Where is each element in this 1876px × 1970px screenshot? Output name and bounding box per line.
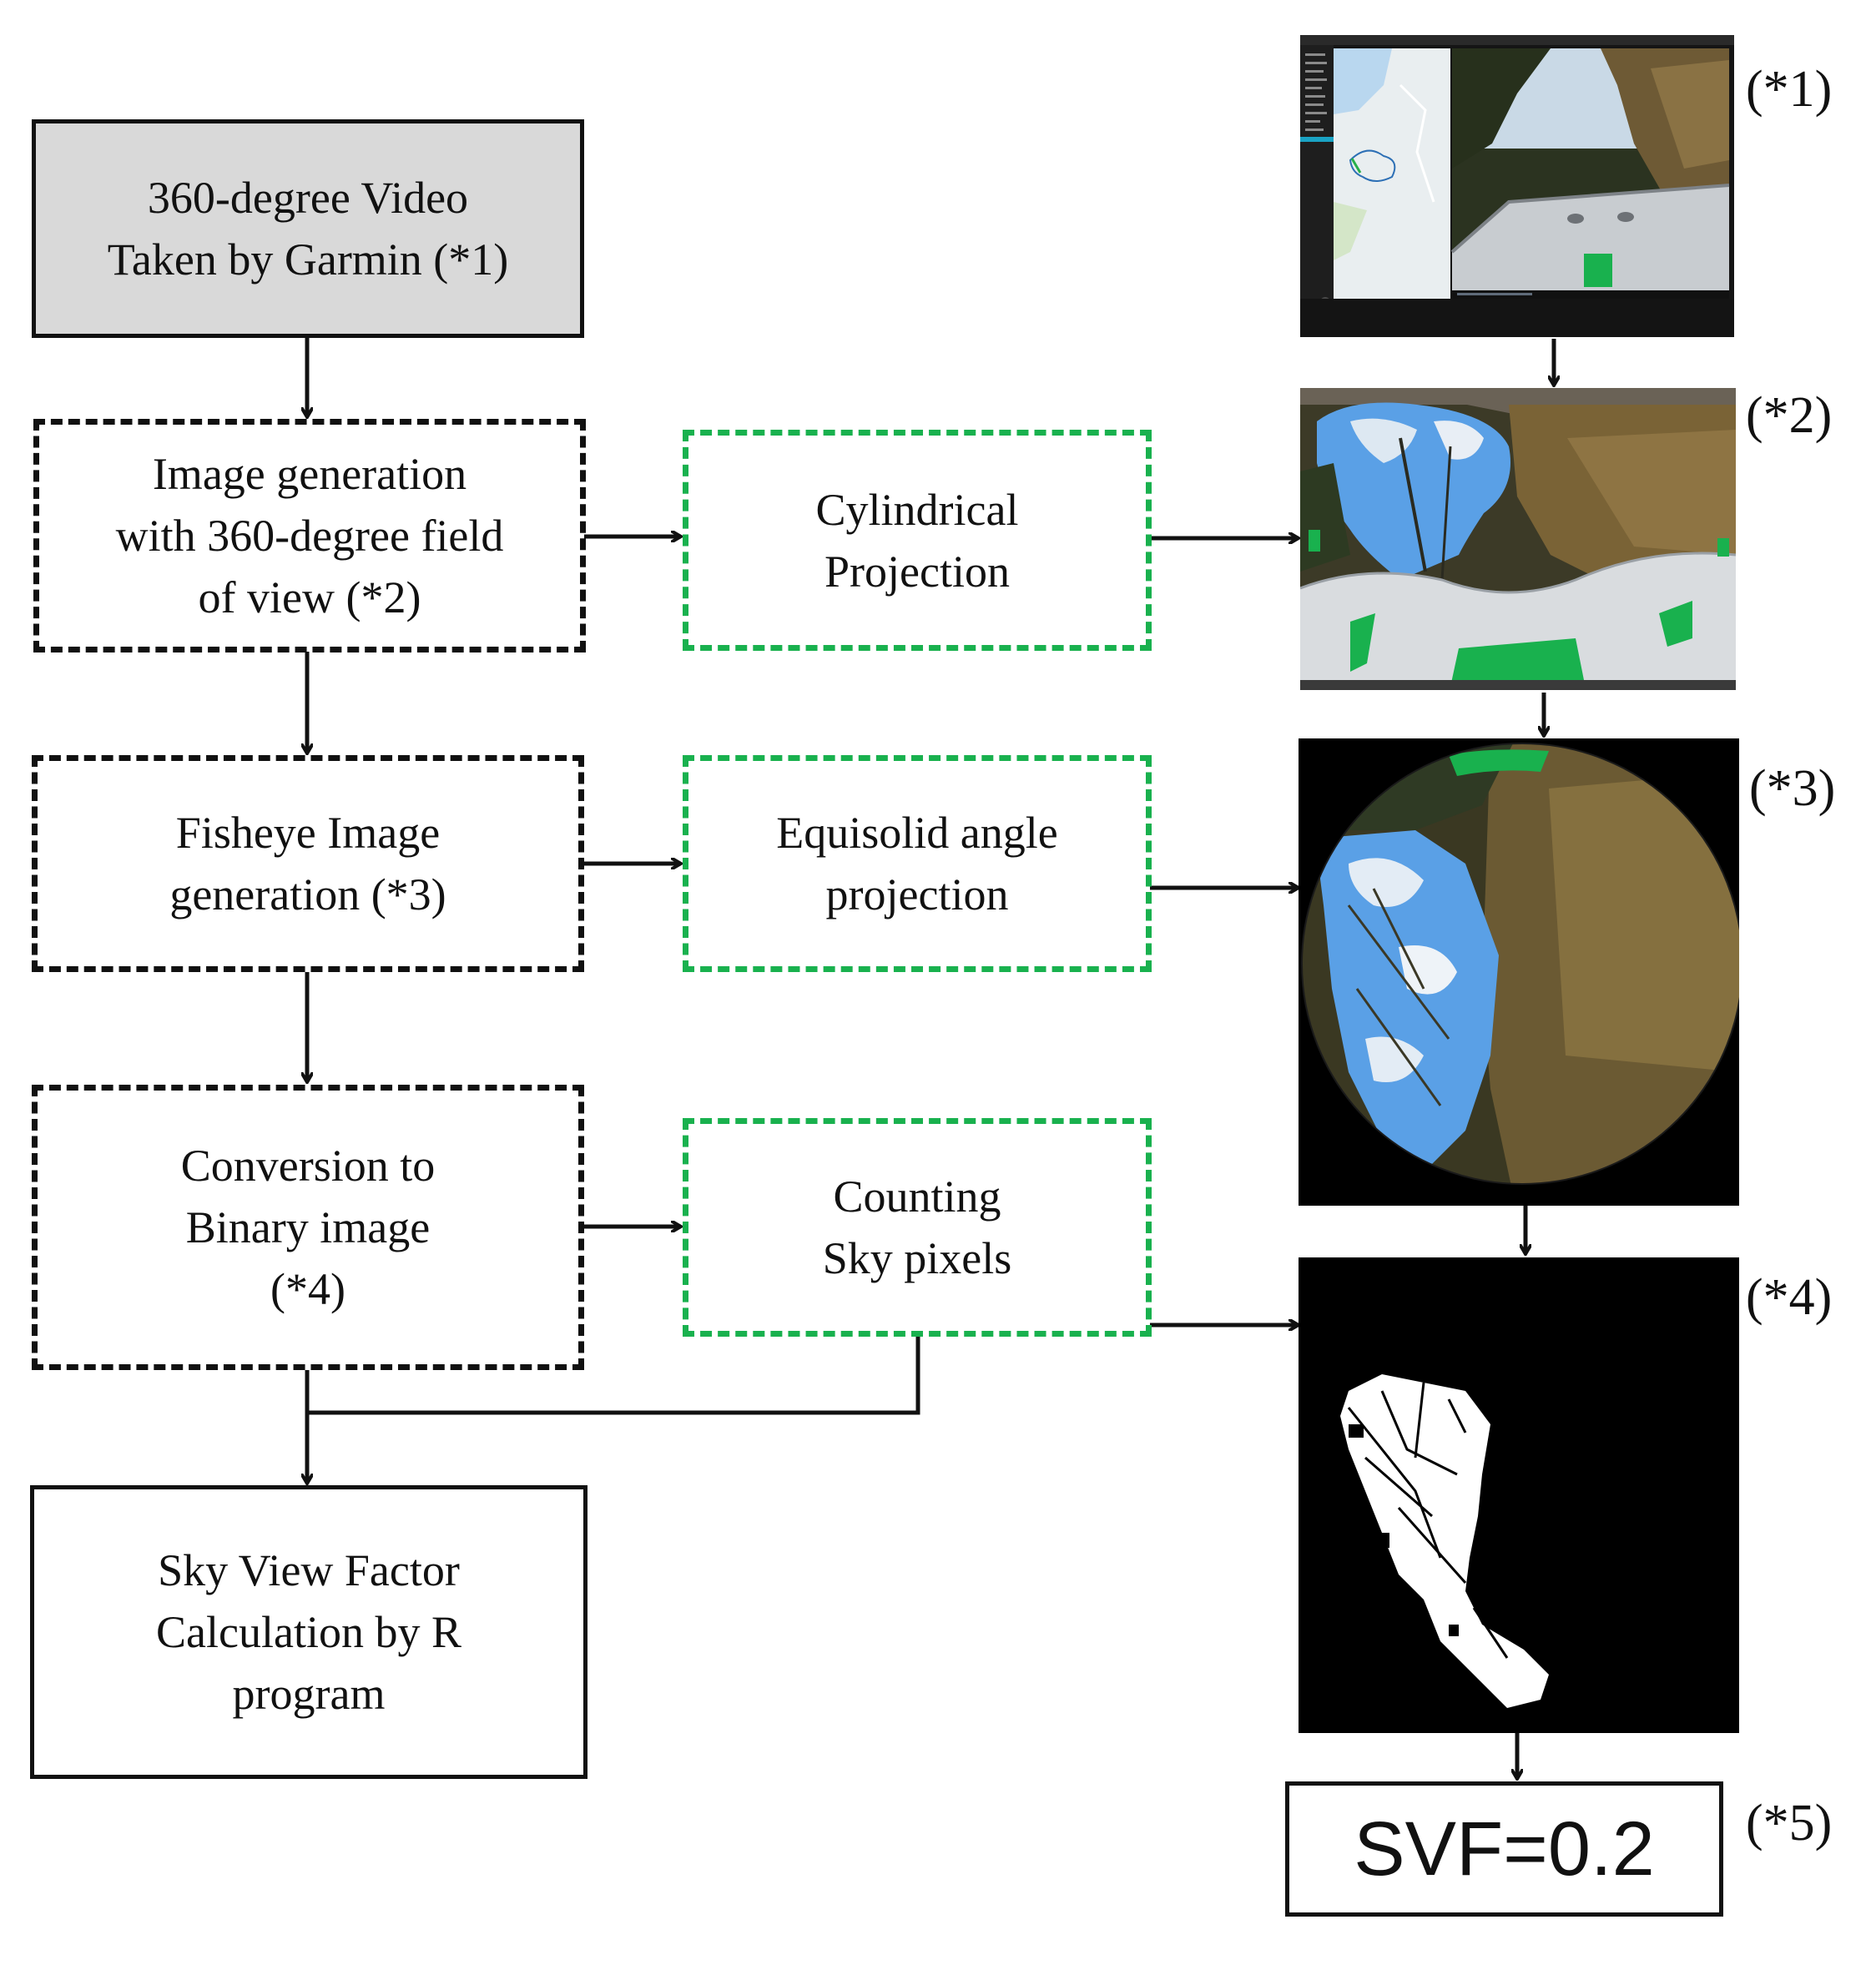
svf-result-box: SVF=0.2 (1285, 1781, 1723, 1917)
app-screenshot-art (1300, 35, 1734, 337)
video-box: 360-degree Video Taken by Garmin (*1) (32, 119, 584, 338)
image-generation-box: Image generation with 360-degree field o… (33, 419, 586, 652)
fisheye-image (1299, 738, 1739, 1206)
fisheye-box: Fisheye Image generation (*3) (32, 755, 584, 972)
binary-conversion-box: Conversion to Binary image (*4) (32, 1085, 584, 1370)
fisheye-image-art (1299, 738, 1739, 1206)
counting-sky-pixels-label: Counting Sky pixels (822, 1171, 1012, 1283)
binary-image-art (1299, 1257, 1739, 1733)
image-generation-label: Image generation with 360-degree field o… (115, 449, 504, 622)
ref-label-4: (*4) (1746, 1269, 1833, 1326)
equisolid-projection-box: Equisolid angle projection (683, 755, 1152, 972)
binary-image (1299, 1257, 1739, 1733)
video-label: 360-degree Video Taken by Garmin (*1) (107, 173, 509, 285)
counting-sky-pixels-box: Counting Sky pixels (683, 1118, 1152, 1337)
garmin-app-screenshot (1300, 35, 1734, 337)
svf-result-value: SVF=0.2 (1354, 1806, 1655, 1892)
cylindrical-projection-image (1300, 388, 1736, 690)
equisolid-projection-label: Equisolid angle projection (776, 808, 1058, 920)
connector-counting-merge (307, 1335, 920, 1415)
svf-calculation-box: Sky View Factor Calculation by R program (30, 1485, 588, 1779)
ref-label-1: (*1) (1746, 61, 1833, 118)
ref-label-2: (*2) (1746, 387, 1833, 444)
ref-label-5: (*5) (1746, 1795, 1833, 1852)
cylindrical-image-art (1300, 388, 1736, 690)
ref-label-3: (*3) (1749, 760, 1836, 817)
svf-calculation-label: Sky View Factor Calculation by R program (156, 1545, 461, 1719)
binary-conversion-label: Conversion to Binary image (*4) (180, 1141, 436, 1314)
cylindrical-projection-label: Cylindrical Projection (815, 484, 1019, 597)
cylindrical-projection-box: Cylindrical Projection (683, 430, 1152, 651)
fisheye-label: Fisheye Image generation (*3) (169, 808, 446, 920)
